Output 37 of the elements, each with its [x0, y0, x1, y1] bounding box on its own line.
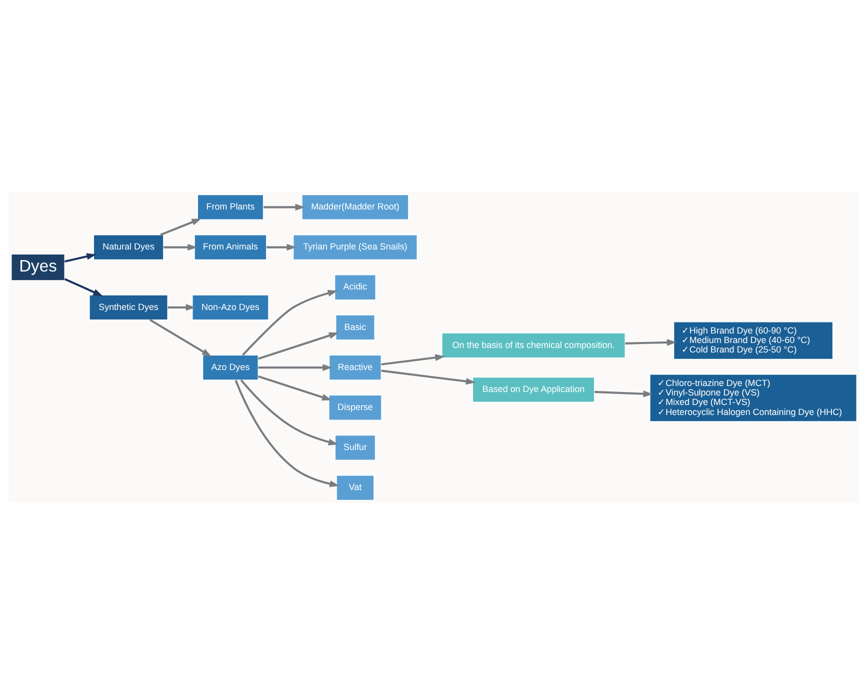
arrow: [164, 243, 198, 250]
node-box: Acidic: [334, 274, 376, 300]
node-box: Madder(Madder Root): [302, 194, 409, 220]
arrow: [264, 203, 305, 210]
arrow: [381, 369, 476, 384]
node-box: From Plants: [197, 194, 264, 220]
arrow: [258, 364, 332, 370]
arrow: [242, 289, 338, 356]
node-box: Non-Azo Dyes: [192, 294, 269, 320]
node-box: Synthetic Dyes: [89, 294, 168, 320]
arrow: [160, 218, 202, 236]
arrow: [258, 374, 332, 400]
node-box: Reactive: [328, 354, 382, 380]
arrow: [266, 243, 296, 250]
node-box: Tyrian Purple (Sea Snails): [293, 234, 418, 260]
node-box: From Animals: [194, 234, 267, 260]
arrow: [64, 252, 96, 262]
arrow: [64, 278, 103, 296]
node-box: Disperse: [328, 394, 382, 420]
node-box: On the basis of its chemical composition.: [442, 332, 626, 358]
node-box: ✓High Brand Dye (60-90 °C) ✓Medium Brand Dye (40-60 °C) ✓Cold Brand Dye (25-50 °C): [673, 321, 834, 360]
node-box: Dyes: [11, 253, 65, 280]
node-box: Azo Dyes: [202, 354, 258, 380]
node-box: Based on Dye Application: [472, 376, 595, 402]
arrow: [625, 338, 677, 346]
node-box: Natural Dyes: [93, 234, 164, 260]
arrow: [168, 304, 196, 310]
arrow: [594, 390, 653, 397]
arrow: [381, 354, 445, 365]
arrow: [240, 378, 338, 445]
node-box: Vat: [336, 474, 374, 500]
node-box: ✓Chloro-triazine Dye (MCT) ✓Vinyl-Sulpone Dye (VS) ✓Mixed Dye (MCT-VS) ✓Heterocyclic Halogen Containing Dye (HHC): [650, 374, 857, 422]
arrow: [234, 379, 340, 487]
node-box: Sulfur: [334, 434, 376, 460]
node-box: Basic: [336, 314, 375, 340]
arrow: [258, 332, 339, 360]
arrow: [150, 318, 212, 356]
